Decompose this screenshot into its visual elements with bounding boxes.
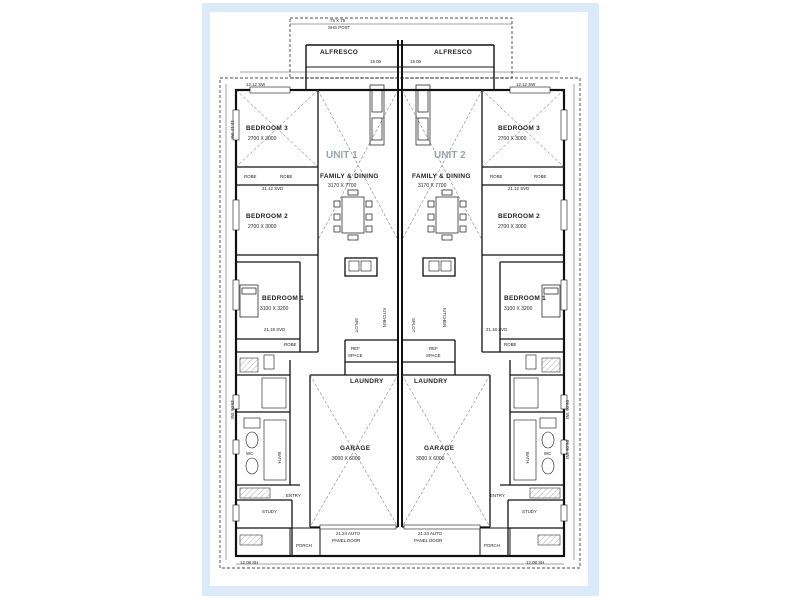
unit2-garage-name: GARAGE xyxy=(424,445,455,452)
unit1-bed3-name: BEDROOM 3 xyxy=(246,125,288,132)
bed-icon xyxy=(239,284,259,318)
dimension-lines xyxy=(225,23,575,565)
unit1-porch: PORCH xyxy=(296,543,312,548)
unit1-space: SPACE xyxy=(348,353,363,358)
unit1-bed2-size: 2700 X 3000 xyxy=(248,224,277,230)
unit2-door-note-bed1: 21.18 SVD xyxy=(486,327,507,332)
side-note-2: 15.06 SW xyxy=(230,400,235,420)
unit1-alfresco: ALFRESCO xyxy=(320,49,358,56)
dining-table-icon xyxy=(427,189,467,241)
unit1-door-note-mid: 21.12 SVD xyxy=(262,186,283,191)
side-note-3: 06.06 SW xyxy=(565,400,570,420)
unit1-laundry: LAUNDRY xyxy=(350,378,384,385)
unit2-ref: REF xyxy=(429,346,438,351)
unit1-kitchen: KITCHEN xyxy=(382,308,387,327)
unit2-family-name: FAMILY & DINING xyxy=(412,173,471,180)
bed-icon xyxy=(541,284,561,318)
unit2-bath: BATH xyxy=(525,452,530,463)
unit2-label: UNIT 2 xyxy=(434,150,466,161)
unit2-bed2-name: BEDROOM 2 xyxy=(498,213,540,220)
unit1-wc: WC xyxy=(246,451,253,456)
unit1-bath: BATH xyxy=(277,452,282,463)
unit-1: BEDROOM 3 2700 X 3000 ROBE ROBE 21.12 SV… xyxy=(232,49,399,565)
bath-icon xyxy=(243,354,287,481)
unit2-porch: PORCH xyxy=(484,543,500,548)
unit2-entry: ENTRY xyxy=(490,493,505,498)
unit1-bed1-name: BEDROOM 1 xyxy=(262,295,304,302)
unit-2: BEDROOM 3 2700 X 3000 ROBE ROBE 21.12 SV… xyxy=(401,49,568,565)
unit1-robe-c: ROBE xyxy=(284,342,297,347)
unit2-door-note-top: 12.12 SW xyxy=(516,82,536,87)
unit1-bed1-size: 3100 X 3200 xyxy=(260,306,289,312)
unit2-bed3-size: 2700 X 3000 xyxy=(498,136,527,142)
unit2-bed1-size: 3100 X 3200 xyxy=(504,306,533,312)
bath-icon xyxy=(513,354,557,481)
unit2-bed3-name: BEDROOM 3 xyxy=(498,125,540,132)
unit1-bed3-size: 2700 X 3000 xyxy=(248,136,277,142)
side-note-4: 06.06 SW xyxy=(565,440,570,460)
unit2-robe-c: ROBE xyxy=(504,342,517,347)
unit1-ref: REF xyxy=(351,346,360,351)
unit2-alfresco-dim: 15.06 xyxy=(410,59,422,64)
unit1-family-size: 3170 X 7700 xyxy=(328,183,357,189)
unit2-bed1-name: BEDROOM 1 xyxy=(504,295,546,302)
unit2-door-line2: PANEL DOOR xyxy=(414,538,442,543)
kitchen-sink-icon xyxy=(428,260,452,272)
unit1-door-line1: 21.24 AUTO xyxy=(336,531,361,536)
unit2-bottom-note: 12.08 SH xyxy=(526,560,544,565)
unit2-space: SPACE xyxy=(426,353,441,358)
post-note-line1: 75 X 75 xyxy=(330,18,346,23)
unit1-family-name: FAMILY & DINING xyxy=(320,173,379,180)
dining-table-icon xyxy=(333,189,373,241)
unit1-door-line2: PANEL DOOR xyxy=(332,538,360,543)
unit1-label: UNIT 1 xyxy=(326,150,358,161)
unit1-door-note-bed1: 21.18 SVD xyxy=(264,327,285,332)
unit1-entry: ENTRY xyxy=(286,493,301,498)
unit1-study: STUDY xyxy=(262,509,277,514)
unit1-bed2-name: BEDROOM 2 xyxy=(246,213,288,220)
unit2-door-note-mid: 21.12 SVD xyxy=(508,186,529,191)
side-note-1: 12.12 SW xyxy=(230,120,235,140)
unit2-robe-b: ROBE xyxy=(534,174,547,179)
unit2-alfresco: ALFRESCO xyxy=(434,49,472,56)
unit2-kitchen: KITCHEN xyxy=(442,308,447,327)
post-note-line2: SHS POST xyxy=(328,25,351,30)
outer-walls xyxy=(219,17,581,569)
unit2-bed2-size: 2700 X 3000 xyxy=(498,224,527,230)
unit1-bottom-note: 12.08 SH xyxy=(240,560,258,565)
unit1-robe-a: ROBE xyxy=(244,174,257,179)
unit2-laundry: LAUNDRY xyxy=(414,378,448,385)
unit1-garage-size: 3000 X 6000 xyxy=(332,456,361,462)
kitchen-sink-icon xyxy=(348,260,372,272)
unit1-splot: SPLOT xyxy=(354,318,359,333)
unit2-wc: WC xyxy=(544,451,551,456)
unit1-garage-name: GARAGE xyxy=(340,445,371,452)
unit1-door-note-top: 12.12 SW xyxy=(246,82,266,87)
unit2-door-line1: 21.24 AUTO xyxy=(418,531,443,536)
unit2-garage-size: 3000 X 6000 xyxy=(416,456,445,462)
unit2-study: STUDY xyxy=(522,509,537,514)
unit1-alfresco-dim: 15.06 xyxy=(370,59,382,64)
unit2-family-size: 3170 X 7700 xyxy=(418,183,447,189)
unit1-robe-b: ROBE xyxy=(280,174,293,179)
unit2-robe-a: ROBE xyxy=(490,174,503,179)
unit2-splot: SPLOT xyxy=(411,318,416,333)
